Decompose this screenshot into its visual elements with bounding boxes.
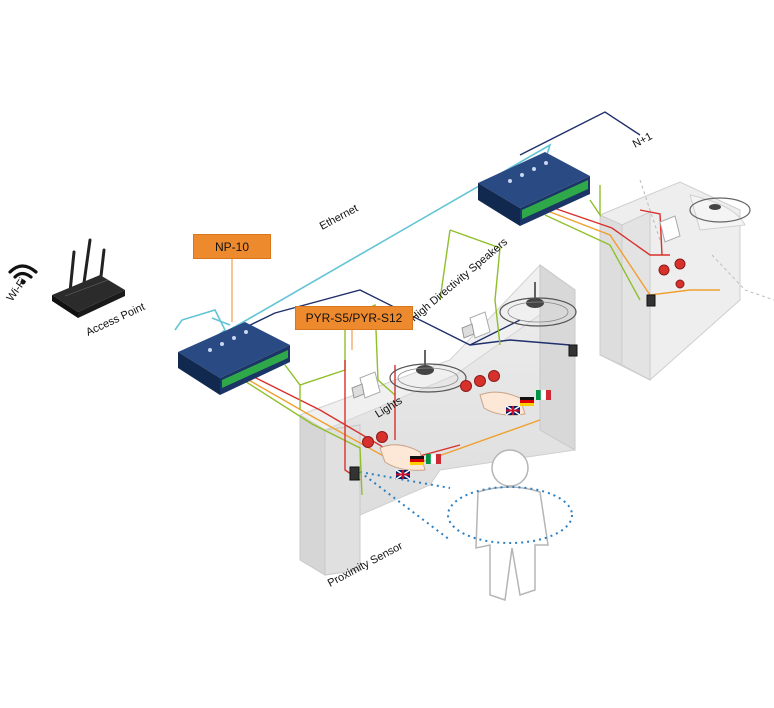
spot-light-remote [659, 215, 681, 243]
speaker-dome-left [389, 350, 467, 393]
ethernet-cable [174, 143, 552, 341]
data-cables [239, 111, 641, 346]
tag-leader-lines [231, 258, 353, 350]
ethernet-branch [211, 317, 231, 326]
it-flag [426, 389, 551, 465]
ethernet-label: Ethernet [318, 203, 360, 233]
push-buttons [362, 258, 686, 448]
access-point-router [52, 238, 125, 318]
np10-tag: NP-10 [193, 234, 271, 259]
display-wall [298, 264, 576, 576]
uk-flag [395, 405, 521, 480]
proximity-detection-zone [359, 471, 573, 544]
wiring-harness [239, 185, 720, 496]
wifi-icon [8, 264, 38, 285]
pyr-tag: PYR-S5/PYR-S12 [295, 306, 413, 330]
speaker-dome-right [499, 282, 577, 327]
np10-controller-remote [478, 152, 590, 226]
speaker-dome-remote [689, 197, 751, 223]
proximity-sensor-device [349, 294, 656, 481]
visitor-figure [475, 449, 549, 601]
speakers-label: High Directivity Speakers [408, 236, 510, 324]
remote-display-wall [599, 179, 774, 381]
de-flag [410, 397, 534, 465]
spot-light-right [461, 311, 491, 339]
wifi-label: Wi-Fi [5, 276, 30, 304]
spot-light-left [351, 371, 381, 399]
n-plus-one-label: N+1 [631, 130, 655, 150]
np10-controller [178, 322, 290, 395]
